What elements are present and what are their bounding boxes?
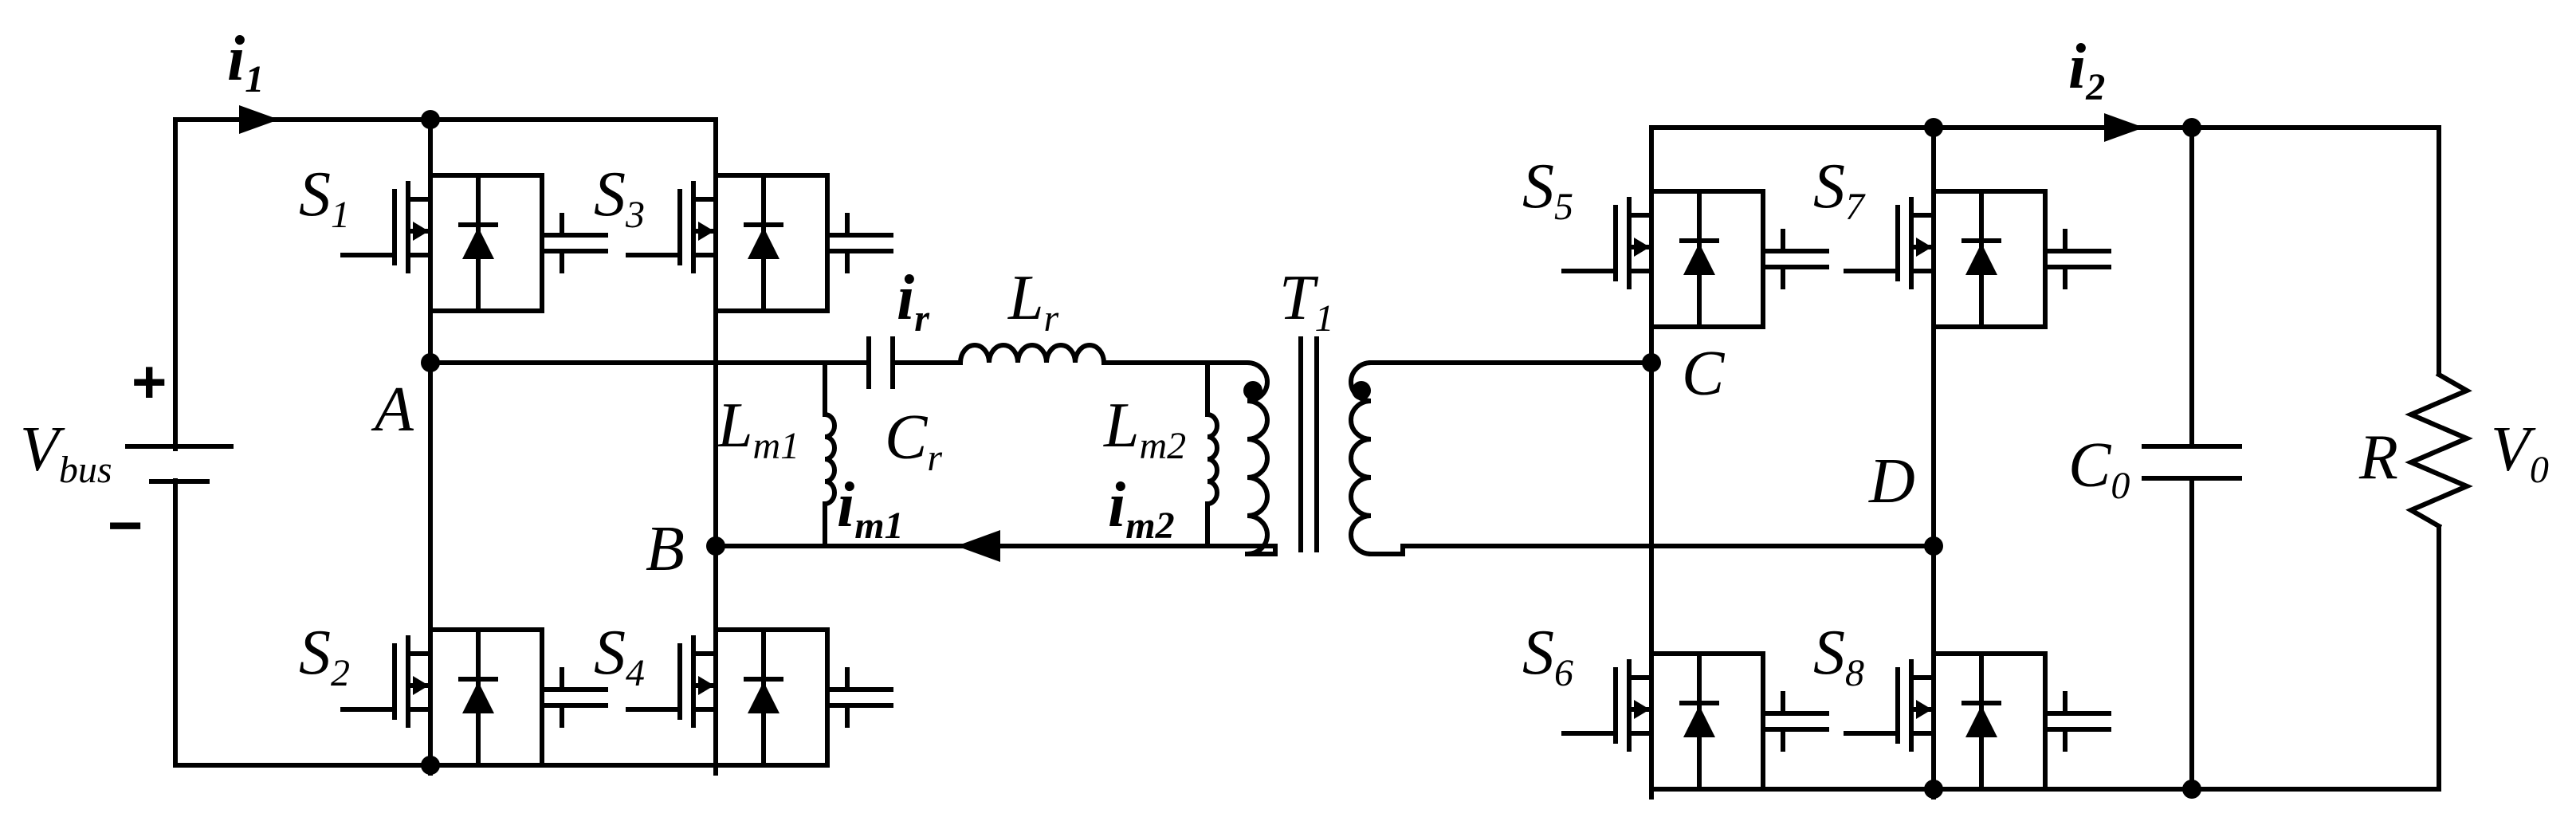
node-label-b: B xyxy=(646,514,685,584)
node-label-d: D xyxy=(1868,446,1915,517)
magnetizing-inductor-2 xyxy=(1205,360,1219,548)
resonant-capacitor-label: Cr xyxy=(885,403,942,479)
switch-s6 xyxy=(1564,614,1827,797)
switch-label-s3: S3 xyxy=(594,159,645,236)
switch-s5 xyxy=(1564,151,1827,335)
node-dot-right-top xyxy=(1924,118,1943,137)
output-voltage-label: V0 xyxy=(2491,414,2549,491)
node-label-c: C xyxy=(1682,339,1726,409)
resonant-capacitor xyxy=(866,336,895,389)
magnetizing-current-1-label: im1 xyxy=(837,470,904,547)
load-resistor-label: R xyxy=(2358,422,2398,493)
resonant-current-label: ir xyxy=(897,263,930,340)
switch-s1 xyxy=(343,136,606,319)
output-current-label: i2 xyxy=(2068,32,2105,108)
magnetizing-inductor-1 xyxy=(823,360,837,548)
switch-label-s8: S8 xyxy=(1813,618,1864,694)
transformer-core xyxy=(1298,336,1319,552)
switch-label-s7: S7 xyxy=(1813,151,1866,228)
node-dot-left-top xyxy=(421,110,440,129)
primary-dot xyxy=(1243,381,1262,400)
node-dot-c xyxy=(1642,353,1661,372)
switch-label-s5: S5 xyxy=(1522,151,1573,228)
output-capacitor-label: C0 xyxy=(2068,430,2130,507)
source-plus-sign: + xyxy=(132,348,167,416)
input-current-label: i1 xyxy=(227,24,264,100)
source-label: Vbus xyxy=(20,414,112,491)
resonant-inductor-label: Lr xyxy=(1007,263,1059,340)
node-dot-d xyxy=(1924,536,1943,556)
switch-label-s6: S6 xyxy=(1522,618,1573,694)
switch-s8 xyxy=(1846,614,2109,797)
switch-label-s4: S4 xyxy=(594,618,645,694)
output-capacitor xyxy=(2142,125,2242,792)
resonant-inductor xyxy=(957,343,1107,366)
input-current-arrow xyxy=(239,105,279,134)
transformer-label: T1 xyxy=(1279,263,1334,340)
secondary-dot xyxy=(1352,381,1371,400)
magnetizing-inductor-2-label: Lm2 xyxy=(1103,391,1186,467)
switch-s3 xyxy=(628,136,891,319)
switch-s2 xyxy=(343,590,606,773)
switch-label-s2: S2 xyxy=(299,618,350,694)
switch-label-s1: S1 xyxy=(299,159,350,236)
switch-s7 xyxy=(1846,151,2109,335)
node-label-a: A xyxy=(371,375,414,445)
output-current-arrow xyxy=(2104,113,2144,142)
node-dot-left-bottom xyxy=(421,756,440,775)
node-dot-right-bottom xyxy=(1924,780,1943,799)
return-current-arrow xyxy=(956,530,1000,562)
magnetizing-current-2-label: im2 xyxy=(1108,470,1175,547)
switch-s4 xyxy=(628,590,891,773)
source-minus-sign: − xyxy=(108,492,143,560)
right-top-rail xyxy=(1649,125,2441,792)
magnetizing-inductor-1-label: Lm1 xyxy=(717,391,799,467)
